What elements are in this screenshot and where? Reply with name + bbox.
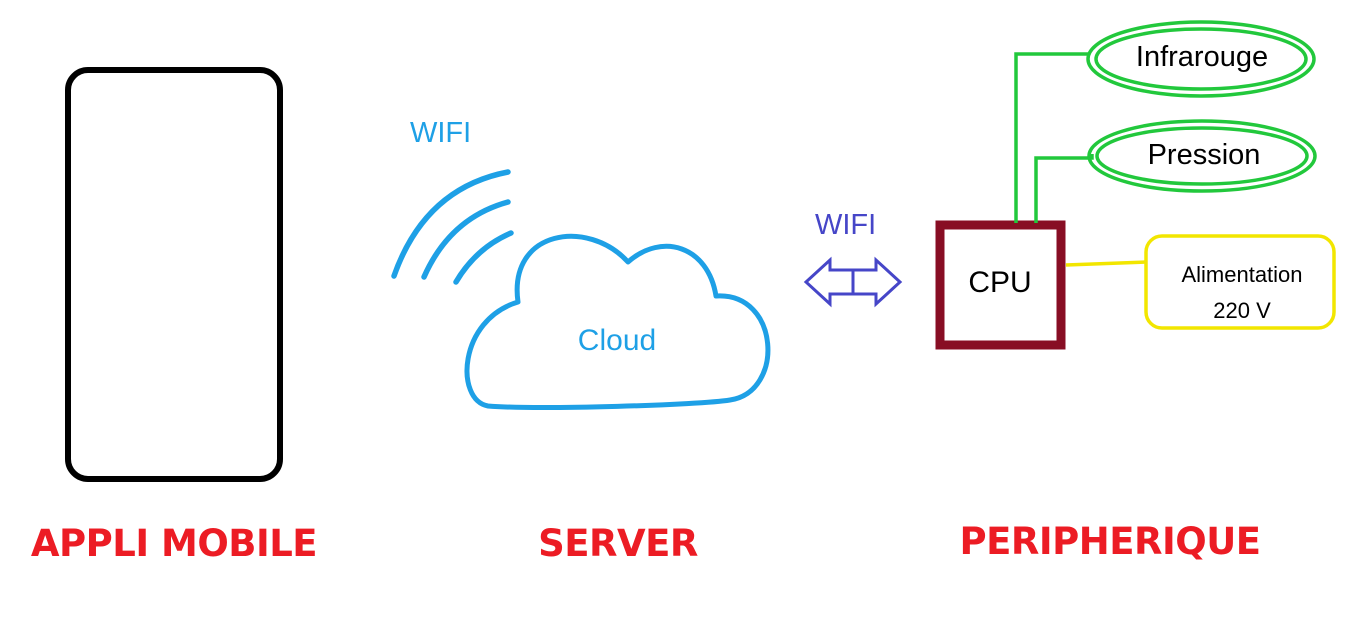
power-wire (1065, 260, 1148, 267)
cpu-box (935, 220, 1066, 350)
section-title-mobile: APPLI MOBILE (30, 522, 318, 565)
wifi-label-server: WIFI (410, 117, 472, 149)
cloud-icon (464, 233, 771, 410)
power-box (1144, 234, 1336, 330)
pressure-sensor-ellipse (1087, 119, 1317, 193)
cpu-label: CPU (968, 266, 1032, 299)
power-label-line1: Alimentation (1181, 262, 1303, 287)
infrared-sensor-ellipse (1086, 20, 1316, 98)
sensor-wires (1014, 52, 1094, 223)
sensor-label-pressure: Pression (1147, 139, 1261, 171)
double-arrow-icon (803, 256, 903, 308)
cloud-label: Cloud (577, 324, 657, 357)
wifi-label-link: WIFI (815, 209, 877, 241)
section-title-peripheral: PERIPHERIQUE (959, 520, 1261, 563)
section-title-server: SERVER (538, 522, 698, 565)
phone-outline-icon (65, 67, 283, 482)
power-label-line2: 220 V (1213, 298, 1271, 323)
sensor-label-infrared: Infrarouge (1135, 41, 1269, 73)
wifi-signal-icon (391, 169, 514, 285)
